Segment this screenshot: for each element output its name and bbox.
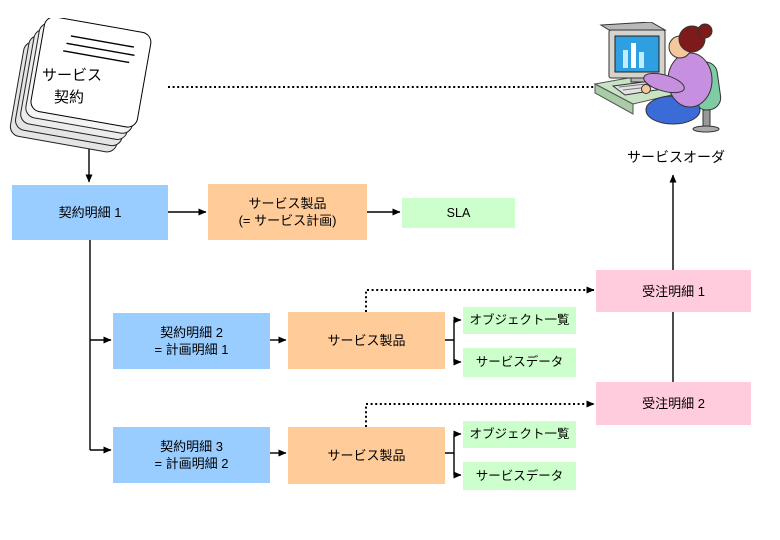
- contract-item-2-box: 契約明細 2 = 計画明細 1: [113, 313, 270, 369]
- service-product-3-box: サービス製品: [288, 427, 445, 484]
- document-ruled-lines: [63, 35, 135, 64]
- bracket-product2: [445, 320, 455, 362]
- person: [641, 23, 713, 125]
- document-pages: [9, 18, 152, 153]
- service-data-2-label: サービスデータ: [475, 355, 564, 369]
- contract-item-3-box: 契約明細 3 = 計画明細 2: [113, 427, 270, 483]
- computer-monitor: [599, 22, 667, 83]
- service-product-3-label: サービス製品: [327, 448, 406, 463]
- bracket-product3: [445, 434, 455, 475]
- service-order-label: サービスオーダ: [627, 149, 725, 165]
- object-list-3-box: オブジェクト一覧: [463, 421, 576, 448]
- object-list-2-box: オブジェクト一覧: [463, 307, 576, 334]
- operator-at-computer-icon: [593, 22, 722, 133]
- service-product-plan-line2: (= サービス計画): [238, 213, 337, 228]
- person-hair-bun: [697, 23, 713, 39]
- order-item-2-label: 受注明細 2: [642, 396, 705, 411]
- contract-item-1-label: 契約明細 1: [58, 205, 122, 220]
- contract-item-2-line1: 契約明細 2: [160, 325, 223, 340]
- contract-item-2-line2: = 計画明細 1: [154, 342, 229, 357]
- order-item-1-label: 受注明細 1: [642, 283, 705, 299]
- sla-label: SLA: [446, 205, 471, 220]
- service-product-2-box: サービス製品: [288, 312, 445, 369]
- service-data-2-box: サービスデータ: [463, 348, 576, 377]
- service-contract-label-line1: サービス: [42, 67, 102, 84]
- service-contract-label-line2: 契約: [54, 89, 84, 106]
- service-data-3-label: サービスデータ: [475, 468, 564, 483]
- order-item-2-box: 受注明細 2: [596, 382, 751, 425]
- object-list-3-label: オブジェクト一覧: [469, 427, 570, 441]
- object-list-2-label: オブジェクト一覧: [469, 313, 570, 327]
- service-data-3-box: サービスデータ: [463, 462, 576, 490]
- monitor-screen: [614, 35, 660, 73]
- person-hand: [641, 84, 651, 94]
- service-product-plan-box: サービス製品 (= サービス計画): [208, 184, 367, 240]
- contract-item-3-line2: = 計画明細 2: [154, 456, 229, 471]
- service-product-plan-line1: サービス製品: [248, 196, 327, 211]
- screen-bar-chart-icon: [623, 43, 644, 68]
- contract-item-1-box: 契約明細 1: [12, 185, 168, 240]
- sla-box: SLA: [402, 198, 515, 228]
- service-contract-document-stack-icon: サービス 契約: [9, 18, 152, 153]
- person-arm: [643, 72, 685, 94]
- order-item-1-box: 受注明細 1: [596, 270, 751, 312]
- service-product-2-label: サービス製品: [327, 333, 406, 348]
- contract-item-3-line1: 契約明細 3: [160, 439, 223, 454]
